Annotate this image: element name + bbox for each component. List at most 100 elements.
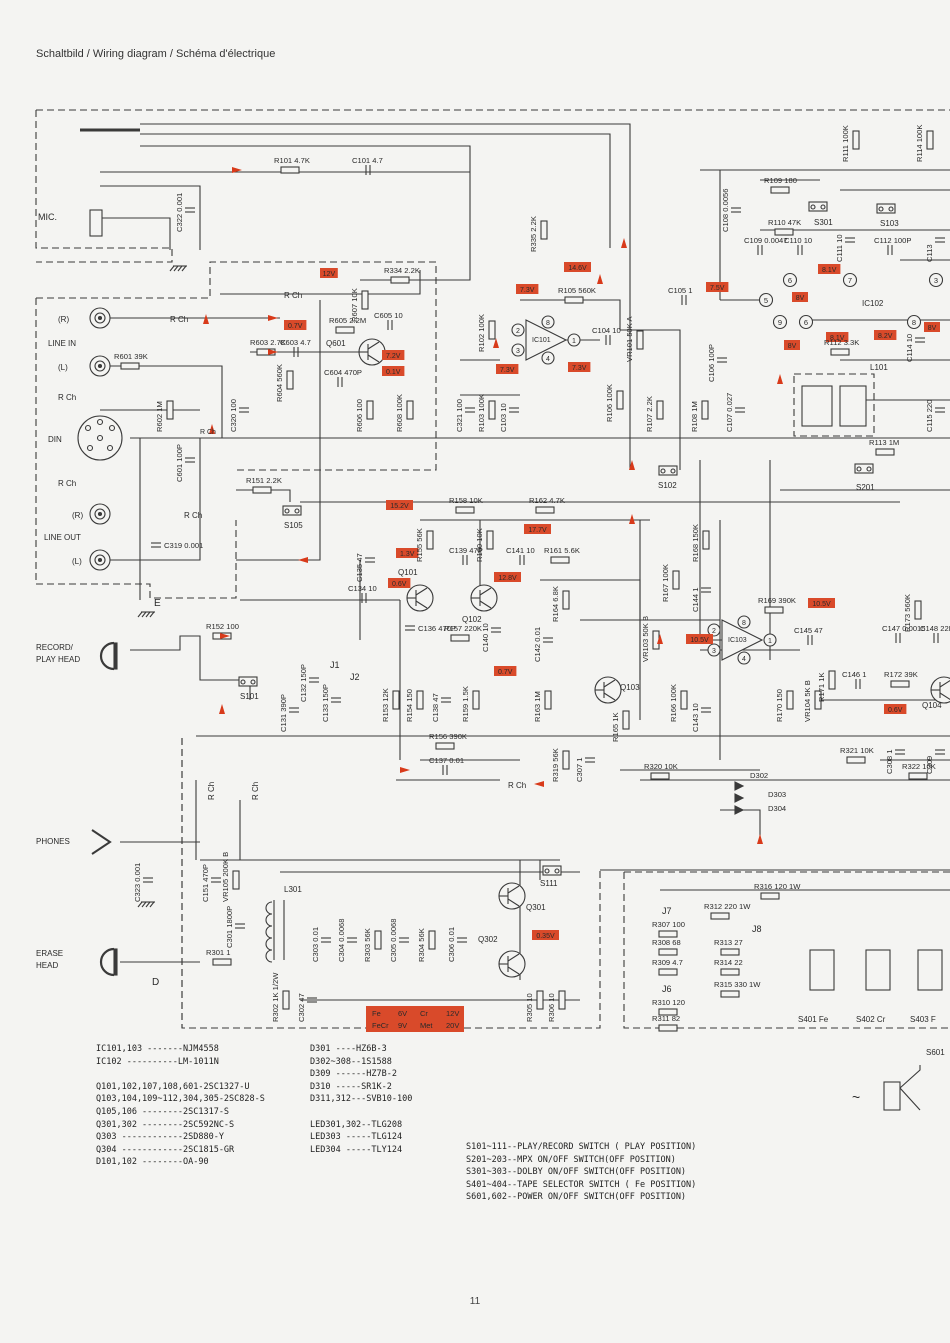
j7-label: J7 — [662, 906, 672, 916]
resistor-r321 — [846, 756, 866, 764]
s101-label: S101 — [240, 692, 259, 701]
c604-label: C604 470P — [324, 368, 362, 377]
capacitor-c110 — [797, 245, 803, 255]
s403-label: S403 F — [910, 1015, 936, 1024]
c144-label: C144 1 — [691, 588, 700, 613]
capacitor-c101 — [365, 165, 371, 175]
c140-label: C140 10 — [481, 623, 490, 652]
line-section-border — [35, 298, 237, 599]
r308-label: R308 68 — [652, 938, 681, 947]
resistor-r309 — [658, 968, 678, 976]
r301-label: R301 1 — [206, 948, 231, 957]
diode-d302 — [734, 781, 745, 791]
voltage-value: 8V — [796, 295, 805, 302]
r160-label: R160 10K — [475, 528, 484, 562]
transistor-q301 — [498, 882, 526, 910]
r-ch-label: R Ch — [58, 393, 76, 402]
signal-arrow — [493, 338, 499, 348]
voltage-value: 7.5V — [710, 285, 725, 292]
s401-label: S401 Fe — [798, 1015, 829, 1024]
coil-l101 — [801, 385, 833, 427]
q101-label: Q101 — [398, 568, 418, 577]
capacitor-c302 — [307, 997, 317, 1003]
voltage-value: 15.2V — [390, 503, 409, 510]
voltage-value: 0.35V — [536, 933, 555, 940]
resistor-r601 — [120, 362, 140, 370]
capacitor-c106 — [717, 357, 727, 363]
capacitor-c308 — [895, 749, 905, 755]
pin-number: 8 — [742, 620, 746, 627]
c112-label: C112 100P — [874, 236, 911, 245]
capacitor-c131 — [289, 707, 299, 713]
voltage-value: 0.7V — [288, 323, 303, 330]
c111-label: C111 10 — [835, 234, 844, 262]
din-pin — [86, 444, 94, 452]
capacitor-c111 — [845, 237, 855, 243]
bias-table-cell: FeCr — [372, 1021, 389, 1030]
ground-symbol — [169, 265, 187, 272]
switch-s201 — [854, 463, 874, 474]
transistor-q601 — [358, 338, 386, 366]
ic-pin — [772, 314, 788, 330]
line-in-label: LINE IN — [48, 339, 76, 348]
resistor-r103 — [488, 400, 496, 420]
signal-arrow — [232, 167, 242, 173]
voltage-badge-v72 — [382, 350, 405, 360]
voltage-badge-v73c — [568, 362, 591, 372]
line-out-r-jack — [89, 503, 111, 525]
capacitor-c109 — [757, 245, 763, 255]
voltage-badge-v81b — [826, 332, 849, 342]
resistor-r172 — [890, 680, 910, 688]
voltage-value: 7.3V — [572, 365, 587, 372]
opamp-ic101 — [511, 315, 581, 365]
capacitor-c309 — [935, 749, 945, 755]
resistor-r102 — [488, 320, 496, 340]
c309-label: C309 — [925, 756, 934, 774]
r315-label: R315 330 1W — [714, 980, 761, 989]
voltage-value: 10.5V — [690, 637, 709, 644]
transistor-q302 — [498, 950, 526, 978]
resistor-r312 — [710, 912, 730, 920]
legend-line: S601,602--POWER ON/OFF SWITCH(OFF POSITI… — [466, 1192, 687, 1203]
switch-s105 — [282, 505, 302, 516]
resistor-r303 — [374, 930, 382, 950]
c101-label: C101 4.7 — [352, 156, 383, 165]
legend-line: D309 ------HZ7B-2 — [310, 1069, 397, 1080]
c132-label: C132 150P — [299, 664, 308, 702]
resistor-r108 — [701, 400, 709, 420]
r151-label: R151 2.2K — [246, 476, 282, 485]
j2-label: J2 — [350, 672, 360, 682]
coil-l101-core — [839, 385, 867, 427]
c151-label: C151 470P — [201, 864, 210, 902]
channel-r-label: (R) — [58, 315, 69, 324]
ic-pin — [782, 272, 798, 288]
resistor-r113 — [875, 448, 895, 456]
resistor-r161 — [550, 556, 570, 564]
legend-line: S201~203--MPX ON/OFF SWITCH(OFF POSITION… — [466, 1154, 676, 1165]
record-play-head-label: PLAY HEAD — [36, 655, 80, 664]
din-pin — [96, 434, 104, 442]
c605-label: C605 10 — [374, 311, 403, 320]
j1-label: J1 — [330, 660, 340, 670]
capacitor-c132 — [309, 677, 319, 683]
wire — [100, 365, 223, 438]
channel-l-label: (L) — [72, 557, 82, 566]
legend-line: D311,312---SVB10-100 — [310, 1094, 413, 1105]
r157-label: R157 220K — [444, 624, 482, 633]
resistor-r608 — [406, 400, 414, 420]
resistor-r154 — [416, 690, 424, 710]
c104-label: C104 10 — [592, 326, 621, 335]
c603-label: C603 4.7 — [280, 338, 311, 347]
switch-s403 — [917, 949, 943, 991]
resistor-r604 — [286, 370, 294, 390]
erase-section-border — [181, 738, 601, 1029]
resistor-r170 — [786, 690, 794, 710]
power-switch-wire — [899, 1065, 921, 1111]
resistor-r311 — [658, 1024, 678, 1032]
capacitor-c146 — [855, 679, 861, 689]
pin-number: 1 — [768, 638, 772, 645]
r168-label: R168 150K — [691, 524, 700, 562]
ic103-label: IC103 — [728, 637, 747, 644]
bias-voltage-table — [366, 1006, 464, 1032]
transistor-q101 — [406, 584, 434, 612]
